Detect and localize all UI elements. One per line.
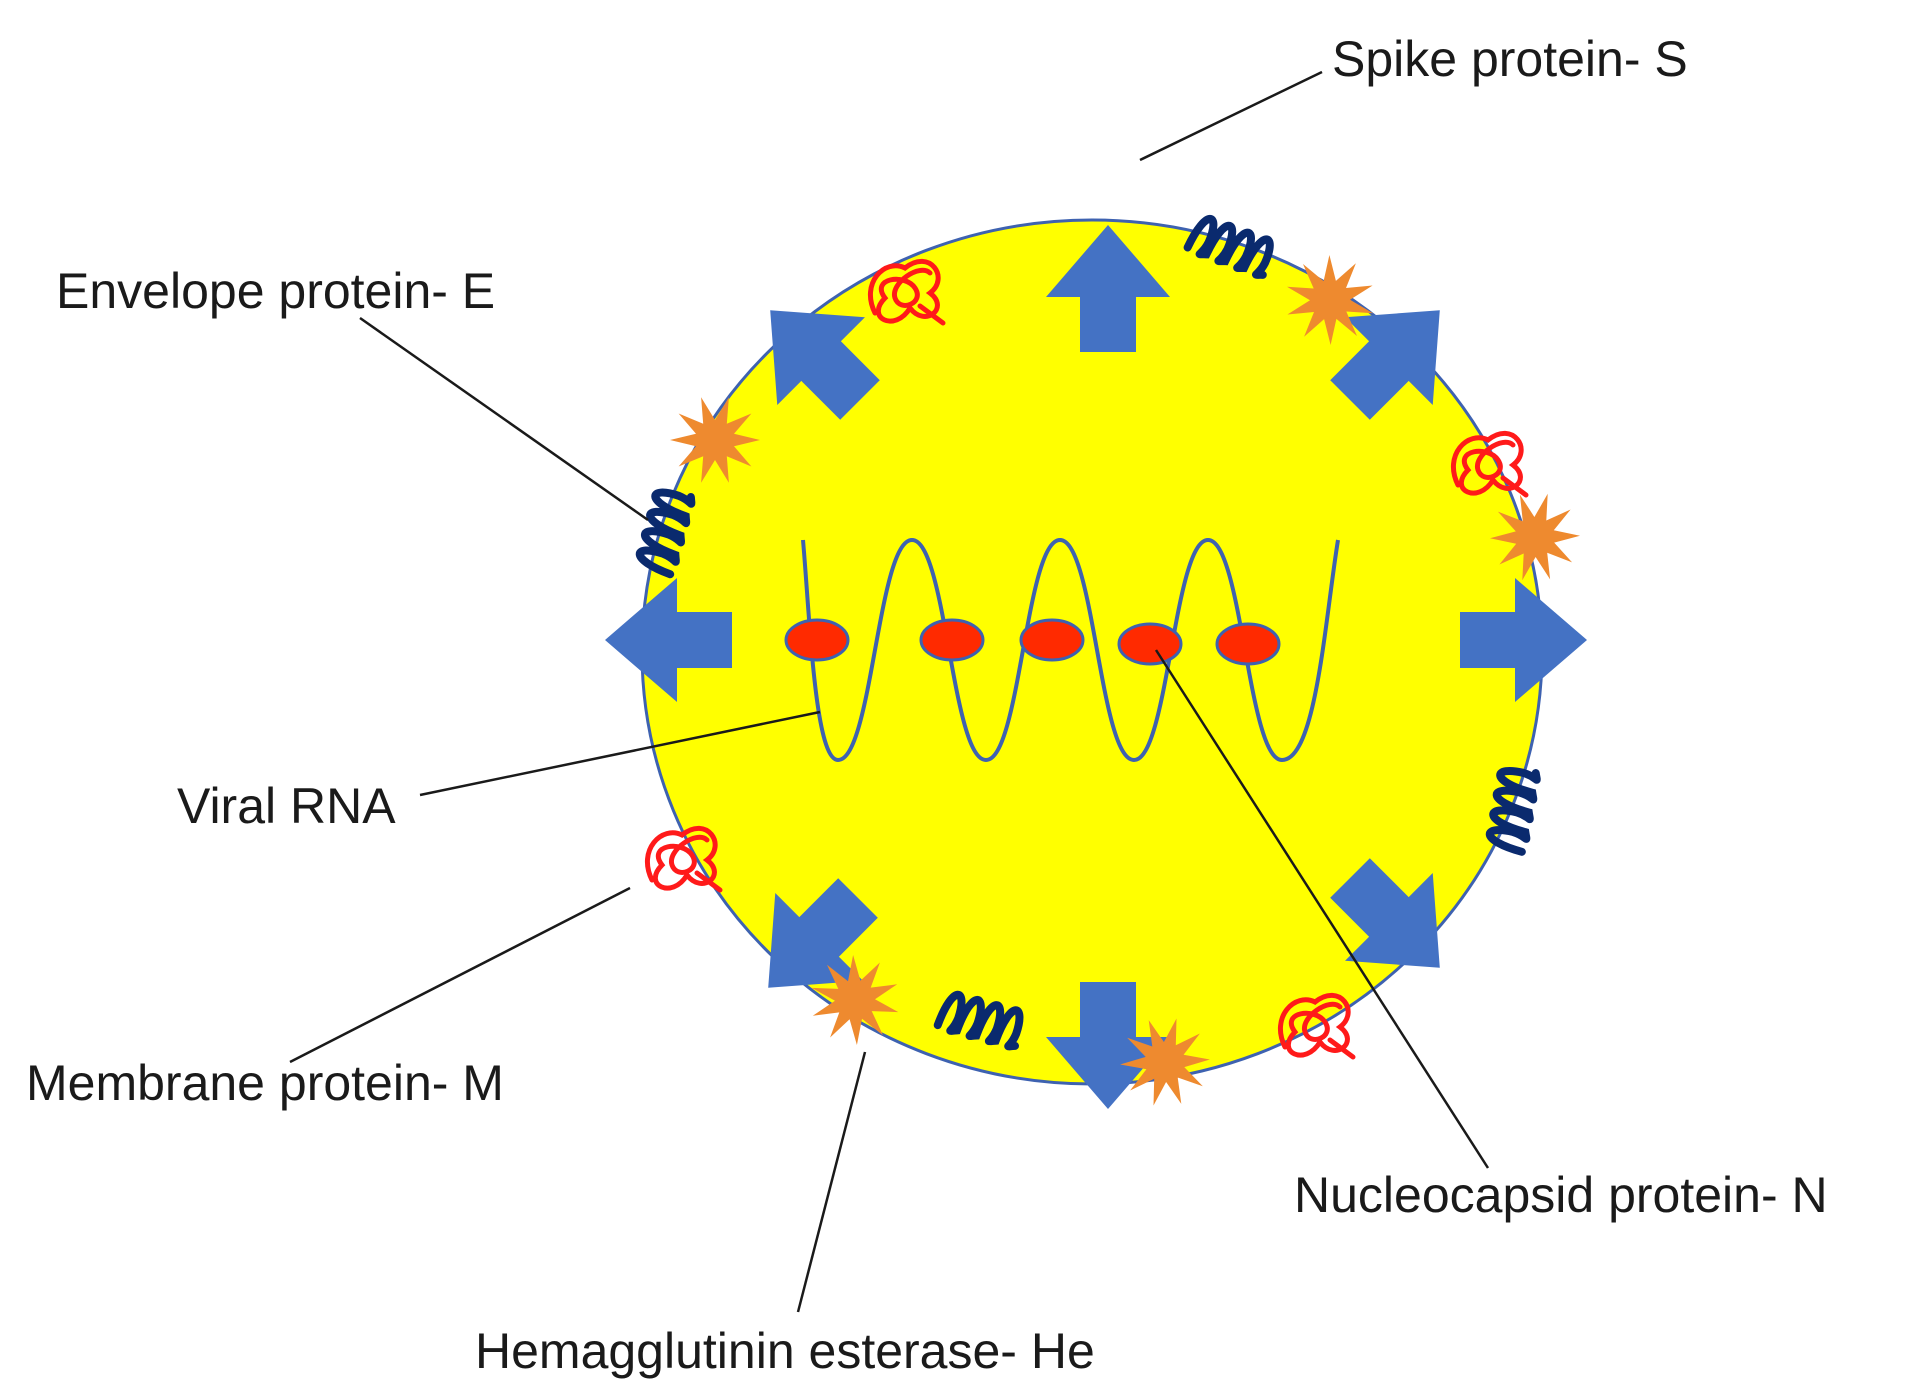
membrane-protein-tangle bbox=[867, 258, 946, 326]
spike-protein-arrow bbox=[1330, 310, 1440, 420]
leader-lines bbox=[289, 70, 1490, 1313]
spike-protein-arrow bbox=[1046, 225, 1170, 352]
leader-line-envelope bbox=[359, 316, 649, 522]
nucleocapsid-oval bbox=[1019, 618, 1085, 662]
envelope-protein-coil bbox=[933, 990, 1024, 1051]
nucleocapsid-oval bbox=[784, 618, 850, 662]
hemagglutinin-starburst bbox=[811, 955, 899, 1045]
hemagglutinin-starburst bbox=[670, 397, 760, 483]
envelope-protein-coil bbox=[635, 488, 696, 579]
nucleocapsid-proteins bbox=[784, 618, 1281, 666]
label-hemagglutinin-esterase: Hemagglutinin esterase- He bbox=[475, 1323, 1095, 1379]
label-viral-rna: Viral RNA bbox=[177, 778, 396, 834]
membrane-protein-tangle bbox=[1450, 430, 1529, 498]
membrane-protein-tangles bbox=[644, 258, 1529, 1060]
membrane-protein-tangle bbox=[644, 825, 723, 893]
spike-protein-arrow bbox=[1046, 982, 1170, 1109]
envelope-protein-coil bbox=[1485, 766, 1541, 856]
spike-protein-arrow bbox=[605, 578, 732, 702]
leader-line-membrane bbox=[289, 886, 631, 1064]
label-nucleocapsid-protein: Nucleocapsid protein- N bbox=[1294, 1167, 1828, 1223]
hemagglutinin-starburst bbox=[1120, 1018, 1210, 1106]
spike-protein-arrow bbox=[770, 310, 880, 420]
leader-line-hemagglutinin bbox=[796, 1051, 867, 1313]
envelope-protein-coils bbox=[635, 214, 1541, 1051]
leader-line-nucleocapsid bbox=[1154, 649, 1490, 1169]
membrane-protein-tangle bbox=[1277, 992, 1356, 1060]
hemagglutinin-starbursts bbox=[670, 255, 1580, 1106]
spike-protein-arrow bbox=[1460, 578, 1587, 702]
nucleocapsid-oval bbox=[1117, 622, 1183, 666]
spike-protein-arrow bbox=[768, 878, 878, 988]
label-envelope-protein: Envelope protein- E bbox=[56, 263, 495, 319]
hemagglutinin-starburst bbox=[1287, 255, 1373, 345]
label-membrane-protein: Membrane protein- M bbox=[26, 1055, 504, 1111]
spike-protein-arrow bbox=[1330, 858, 1440, 968]
envelope-protein-coil bbox=[1183, 214, 1274, 279]
label-spike-protein: Spike protein- S bbox=[1332, 31, 1688, 87]
nucleocapsid-oval bbox=[1215, 622, 1281, 666]
hemagglutinin-starburst bbox=[1490, 493, 1580, 581]
viral-rna-strand bbox=[801, 537, 1340, 763]
leader-line-viral-rna bbox=[419, 710, 821, 797]
nucleocapsid-oval bbox=[919, 618, 985, 662]
leader-line-spike bbox=[1139, 70, 1323, 162]
spike-arrows bbox=[605, 225, 1587, 1109]
